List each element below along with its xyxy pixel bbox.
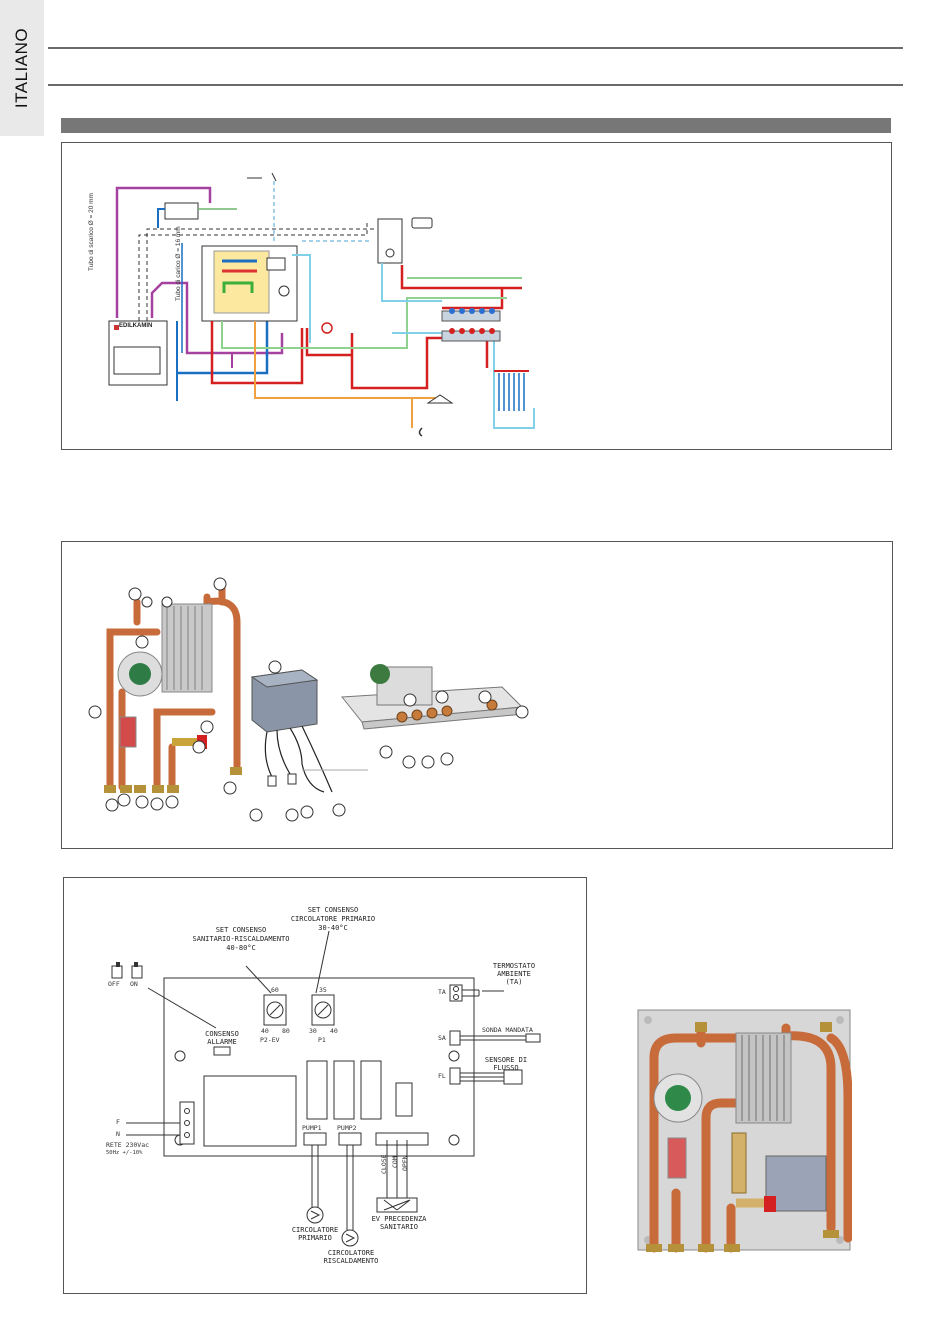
module-rendering-svg <box>637 1009 852 1253</box>
control-board-panel: SET CONSENSO SANITARIO-RISCALDAMENTO 40-… <box>63 877 587 1294</box>
circolatore-primario-label: CIRCOLATORE PRIMARIO <box>291 1226 339 1242</box>
off-label: OFF <box>108 980 120 988</box>
knob1-top: 60 <box>271 986 279 994</box>
pump2-label: PUMP2 <box>337 1124 357 1132</box>
n-label: N <box>116 1130 120 1138</box>
knob1-name: P2-EV <box>260 1036 280 1044</box>
components-panel <box>61 541 893 849</box>
pump1-label: PUMP1 <box>302 1124 322 1132</box>
sensore-label: SENSORE DI FLUSSO <box>484 1056 528 1072</box>
pipe-label-carico: Tubo di carico Ø = 16 mm <box>175 226 182 301</box>
circolatore-riscaldamento-label: CIRCOLATORE RISCALDAMENTO <box>323 1249 379 1265</box>
hydraulic-schematic-panel: Tubo di scarico Ø = 20 mm Tubo di carico… <box>61 142 892 450</box>
com-label: COM <box>391 1156 399 1168</box>
termostato-label: TERMOSTATO AMBIENTE (TA) <box>492 962 536 986</box>
language-tab <box>0 0 44 136</box>
f-label: F <box>116 1118 120 1126</box>
section-bar <box>61 118 891 133</box>
ta-label: TA <box>438 988 446 996</box>
rete-label: RETE 230Vac <box>106 1141 150 1149</box>
sa-label: SA <box>438 1034 446 1042</box>
set-sanitario-label: SET CONSENSO SANITARIO-RISCALDAMENTO 40-… <box>192 926 290 952</box>
hydraulic-schematic <box>108 172 535 437</box>
knob2-top: 35 <box>319 986 327 994</box>
consenso-allarme-label: CONSENSO ALLARME <box>205 1030 239 1046</box>
ev-precedenza-label: EV PRECEDENZA SANITARIO <box>371 1215 427 1231</box>
stove-brand: EDILKAMIN <box>119 323 153 329</box>
close-label: CLOSE <box>380 1154 388 1174</box>
knob2-name: P1 <box>318 1036 326 1044</box>
header-rule-bottom <box>48 84 903 86</box>
knob1-left: 40 <box>261 1027 269 1035</box>
set-primario-label: SET CONSENSO CIRCOLATORE PRIMARIO 30-40°… <box>290 906 376 932</box>
fl-label: FL <box>438 1072 446 1080</box>
sonda-label: SONDA MANDATA <box>482 1026 533 1034</box>
language-tab-label: ITALIANO <box>12 27 31 109</box>
module-rendering <box>636 1008 852 1256</box>
control-board-diagram <box>111 930 541 1247</box>
on-label: ON <box>130 980 138 988</box>
knob2-right: 40 <box>330 1027 338 1035</box>
pipe-label-scarico: Tubo di scarico Ø = 20 mm <box>88 193 95 271</box>
components-illustration <box>88 577 529 822</box>
knob1-right: 80 <box>282 1027 290 1035</box>
knob2-left: 30 <box>309 1027 317 1035</box>
rete-sub-label: 50Hz +/-10% <box>106 1150 143 1156</box>
header-rule-top <box>48 47 903 49</box>
open-label: OPEN <box>401 1155 409 1171</box>
